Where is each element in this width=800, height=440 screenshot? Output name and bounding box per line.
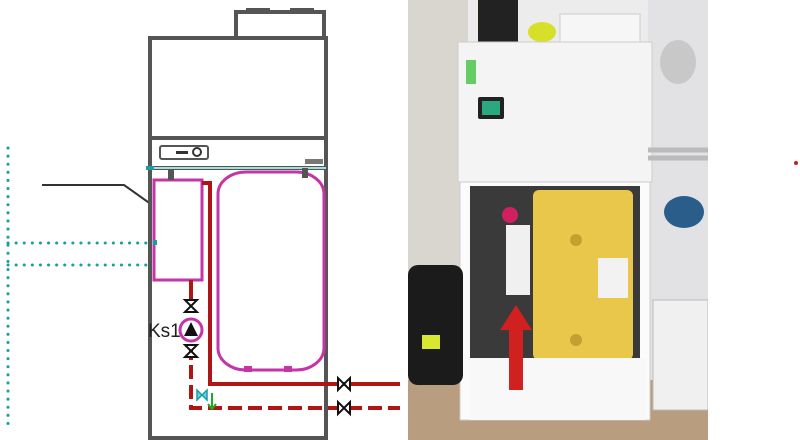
marker-dot: [794, 161, 798, 165]
valve-icon: [182, 299, 351, 417]
pump-label: Ks1: [148, 321, 181, 342]
return-pipe: [189, 365, 400, 410]
pump-icon: [178, 317, 204, 343]
airflow-arrow: [500, 305, 532, 390]
buffer-tank: [152, 178, 204, 282]
heat-pump-schematic: Ks1: [6, 8, 400, 440]
leader-line: [42, 184, 163, 213]
expansion-vessel: [660, 40, 696, 84]
insulated-tank: [533, 190, 633, 360]
control-panel: [159, 145, 323, 164]
mixing-valve-icon: [196, 388, 217, 411]
storage-tank: [216, 170, 326, 372]
dotted-connection-lines: [6, 146, 152, 432]
expansion-vessel: [664, 196, 704, 228]
top-vents: [246, 8, 314, 14]
installation-photo: [408, 0, 708, 440]
